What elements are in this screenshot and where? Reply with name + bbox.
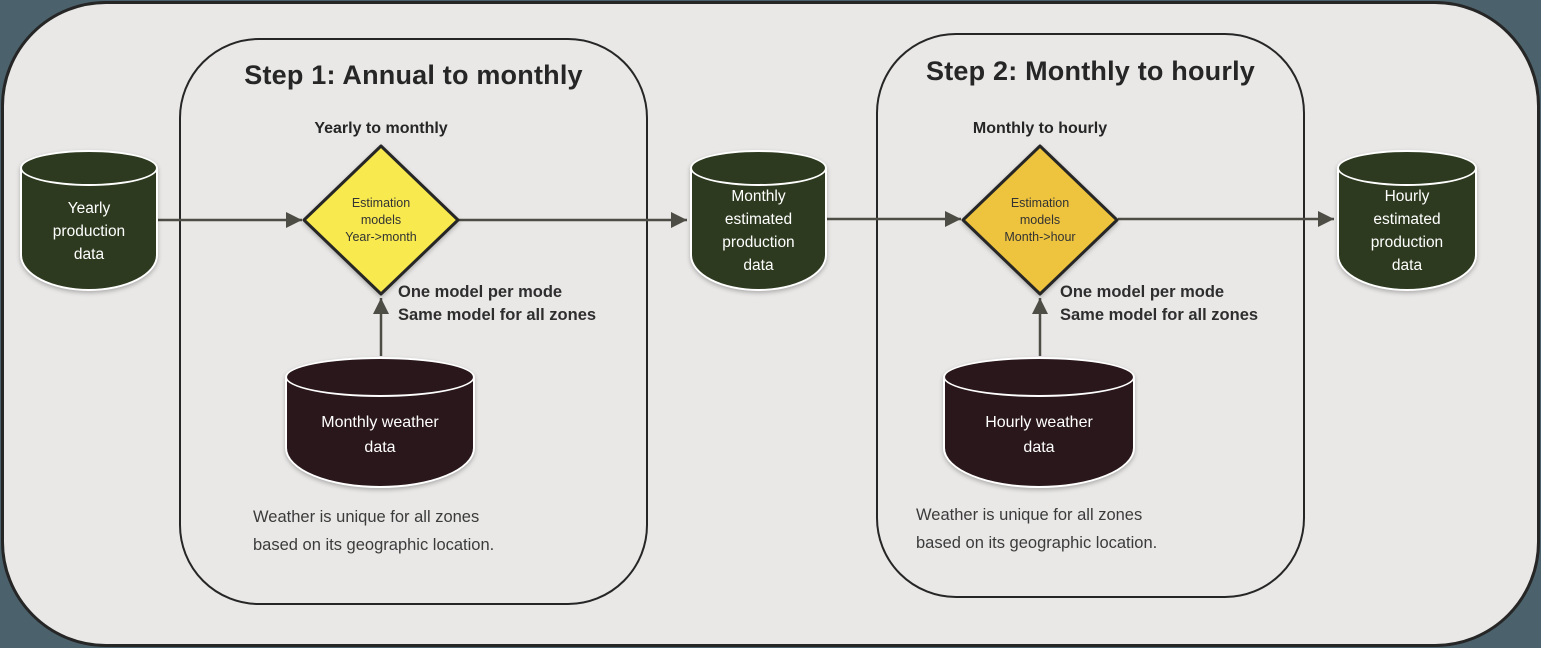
db-monthly-estimated-label: Monthly estimated production data: [722, 188, 795, 275]
step2-title: Step 2: Monthly to hourly: [926, 56, 1255, 86]
cylinder-top-ellipse: [690, 150, 827, 186]
step1-diamond-text: Estimation models Year->month: [345, 195, 417, 244]
cylinder-body: [20, 168, 158, 291]
cylinder-body: [1337, 168, 1477, 291]
db-yearly-production: Yearly production data: [20, 150, 158, 291]
db-hourly-estimated-label: Hourly estimated production data: [1370, 188, 1444, 275]
db-hourly-estimated-production: Hourly estimated production data: [1337, 150, 1477, 291]
cylinder-body: [690, 168, 827, 291]
step1-title: Step 1: Annual to monthly: [244, 60, 583, 90]
cylinder-top-ellipse: [285, 357, 475, 397]
db-hourly-weather: Hourly weather data: [943, 357, 1135, 488]
step1-container: [179, 38, 648, 605]
db-monthly-estimated-production: Monthly estimated production data: [690, 150, 827, 291]
step1-diamond-label: Yearly to monthly: [314, 120, 448, 137]
db-monthly-weather: Monthly weather data: [285, 357, 475, 488]
step1-estimation-diamond: [302, 144, 460, 296]
cylinder-top-ellipse: [1337, 150, 1477, 186]
cylinder-top-ellipse: [943, 357, 1135, 397]
step1-model-note: One model per mode Same model for all zo…: [398, 283, 597, 324]
db-monthly-weather-label: Monthly weather data: [321, 413, 439, 456]
step2-estimation-diamond: [961, 144, 1119, 296]
db-hourly-weather-label: Hourly weather data: [985, 413, 1093, 456]
step2-container: [876, 33, 1305, 598]
cylinder-top-ellipse: [20, 150, 158, 186]
step2-weather-note: Weather is unique for all zones based on…: [916, 506, 1158, 552]
db-yearly-production-label: Yearly production data: [52, 199, 126, 263]
step2-model-note: One model per mode Same model for all zo…: [1060, 283, 1259, 324]
step2-diamond-label: Monthly to hourly: [972, 120, 1108, 137]
step2-diamond-text: Estimation models Month->hour: [1004, 195, 1076, 244]
step1-weather-note: Weather is unique for all zones based on…: [253, 508, 495, 554]
